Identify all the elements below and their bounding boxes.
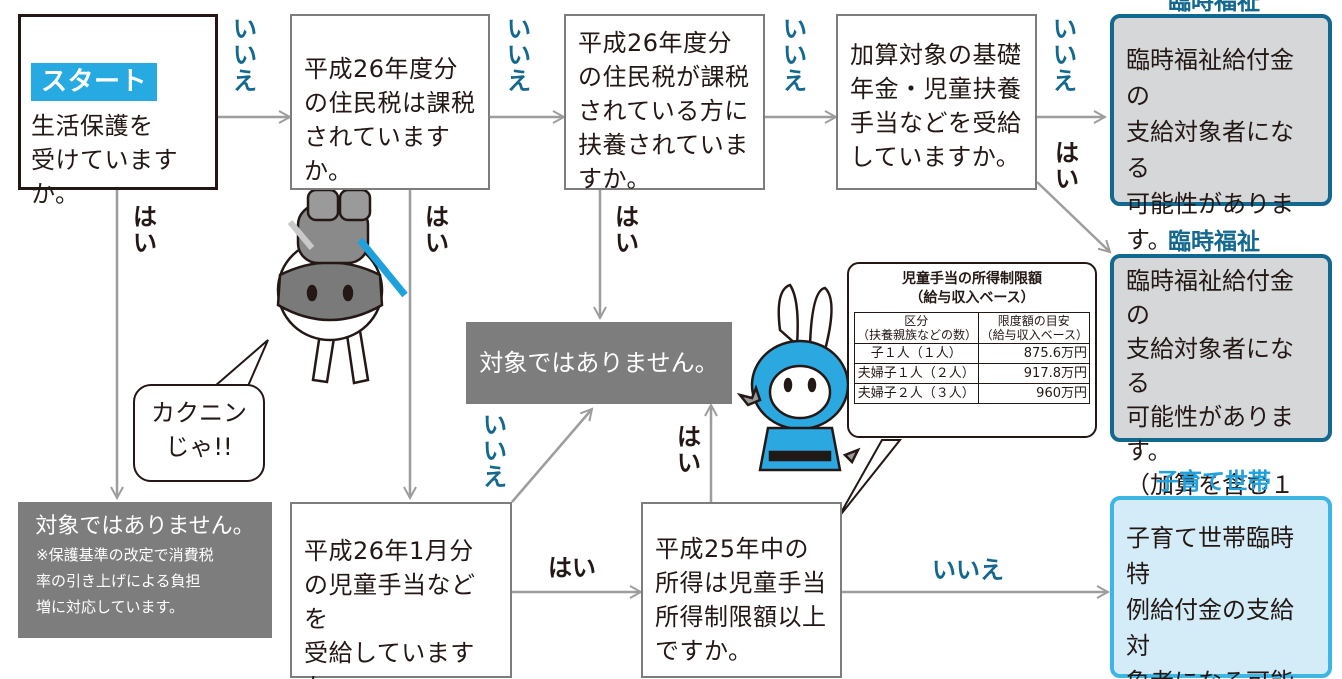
ninja-blue-illustration — [736, 283, 861, 472]
income-limit-table: 区分 （扶養親族などの数） 限度額の目安 （給与収入ベース） 子１人（１人） 8… — [854, 312, 1091, 404]
table-cell: 875.6万円 — [977, 343, 1091, 364]
label-no-q4: い い え — [1053, 15, 1077, 95]
result2-title: 臨時福祉 — [1168, 229, 1260, 255]
label-no-q6: いいえ — [932, 556, 1004, 584]
ninja-upside-down-illustration — [276, 188, 408, 385]
question-text: 生活保護を 受けていますか。 — [31, 112, 178, 208]
label-yes-q4: は い — [1055, 139, 1079, 193]
table-title: 児童手当の所得制限額 （給与収入ベース） — [902, 271, 1042, 306]
label-no-q1: い い え — [233, 15, 257, 95]
not-eligible-text: 対象ではありません。 — [35, 514, 255, 539]
table-row: 夫婦子２人（３人） 960万円 — [854, 383, 1091, 404]
table-cell: 夫婦子１人（２人） — [854, 363, 979, 384]
question-box-income-limit: 平成25年中の 所得は児童手当 所得制限額以上 ですか。 — [641, 502, 842, 678]
result1-box: 臨時福祉給付金の 支給対象者になる 可能性があります。 （1万円） — [1110, 14, 1332, 290]
result2-box: 臨時福祉給付金の 支給対象者になる 可能性があります。 （加算を含む１万 ５千円… — [1110, 254, 1332, 567]
label-yes-q5: はい — [548, 554, 596, 582]
table-header-row: 区分 （扶養親族などの数） 限度額の目安 （給与収入ベース） — [854, 312, 1091, 344]
arrow-q5-not-eligible — [511, 409, 592, 503]
label-yes-q6: は い — [677, 423, 701, 477]
table-cell: 子１人（１人） — [854, 343, 979, 364]
table-callout-tail — [837, 439, 903, 519]
question-box-resident-tax: 平成26年度分 の住民税は課税 されていますか。 — [290, 14, 490, 190]
table-row: 夫婦子１人（２人） 917.8万円 — [854, 363, 1091, 384]
label-yes-q1: は い — [133, 203, 157, 257]
speech-bubble: カクニン じゃ!! — [133, 384, 265, 482]
table-row: 子１人（１人） 875.6万円 — [854, 343, 1091, 364]
table-cell: 960万円 — [977, 383, 1091, 404]
question-box-welfare: スタート 生活保護を 受けていますか。 — [18, 14, 218, 208]
label-no-q5: い い え — [483, 411, 507, 491]
bubble-tail — [212, 339, 269, 387]
not-eligible-box: 対象ではありません。 — [466, 322, 732, 404]
table-cell: 917.8万円 — [977, 363, 1091, 384]
result1-title: 臨時福祉 — [1168, 0, 1260, 15]
result3-title: 子育て世帯 — [1156, 469, 1271, 495]
question-box-pension: 加算対象の基礎 年金・児童扶養 手当などを受給 していますか。 — [836, 14, 1037, 190]
label-yes-q2: は い — [425, 203, 449, 257]
label-no-q2: い い え — [507, 15, 531, 95]
label-yes-q3: は い — [615, 203, 639, 257]
label-no-q3: い い え — [783, 15, 807, 95]
start-badge: スタート — [31, 63, 158, 101]
question-box-dependent: 平成26年度分 の住民税が課税 されている方に 扶養されていま すか。 — [564, 14, 765, 193]
not-eligible-note: ※保護基準の改定で消費税 率の引き上げによる負担 増に対応しています。 — [36, 546, 214, 616]
table-header: 限度額の目安 （給与収入ベース） — [977, 312, 1091, 344]
arrow-q4-result2 — [1036, 181, 1110, 252]
table-header: 区分 （扶養親族などの数） — [854, 312, 979, 344]
not-eligible-box-note: 対象ではありません。 ※保護基準の改定で消費税 率の引き上げによる負担 増に対応… — [18, 502, 272, 638]
table-cell: 夫婦子２人（３人） — [854, 383, 979, 404]
income-limit-table-callout: 児童手当の所得制限額 （給与収入ベース） 区分 （扶養親族などの数） 限度額の目… — [847, 262, 1097, 438]
